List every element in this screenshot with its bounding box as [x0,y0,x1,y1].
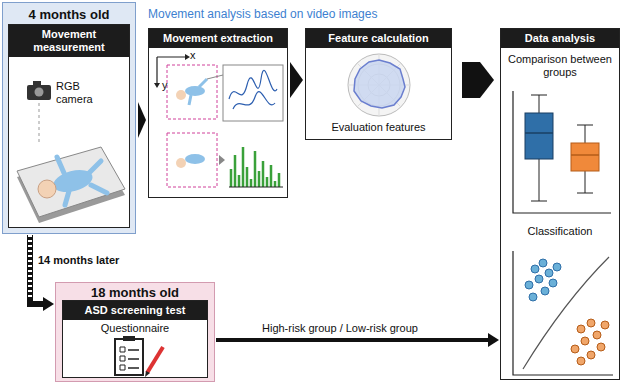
connector [27,235,54,311]
axis-label: x [190,49,196,62]
movement-extraction-illustration [149,29,289,199]
time-panel: 18 months old ASD screening testQuestion… [55,282,215,382]
process-box: Feature calculationEvaluation features [305,28,452,140]
box-header: ASD screening test [63,301,207,320]
connector-label: 14 months later [38,254,119,267]
box-text: Classification [503,225,617,238]
process-box: Data analysisComparison between groupsCl… [500,28,620,380]
section-heading: Movement analysis based on video images [148,7,377,21]
box-header: Movement extraction [149,29,287,48]
box-text: Questionnaire [65,322,205,335]
device-label: RGB camera [56,80,102,106]
analysis-charts [501,29,621,381]
arrowhead [43,297,54,311]
box-text: Evaluation features [308,121,449,134]
box-text: Comparison between groups [503,53,617,79]
connector-label: High-risk group / Low-risk group [262,322,418,335]
connector [138,102,146,138]
panel-title: 18 months old [58,285,212,300]
time-panel: 4 months old Movement measurement [2,2,136,234]
box-header: Feature calculation [306,29,451,48]
process-box: Movement extraction [148,28,288,198]
connector [462,62,494,98]
screening-box: ASD screening testQuestionnaire [62,300,208,378]
box-header: Movement measurement [9,25,129,57]
measurement-box: Movement measurement [8,24,130,228]
arrowhead [488,333,499,347]
panel-title: 4 months old [5,7,133,22]
connector [290,62,303,98]
axis-label: y [162,79,168,92]
connector [216,333,499,347]
box-header: Data analysis [501,29,619,48]
